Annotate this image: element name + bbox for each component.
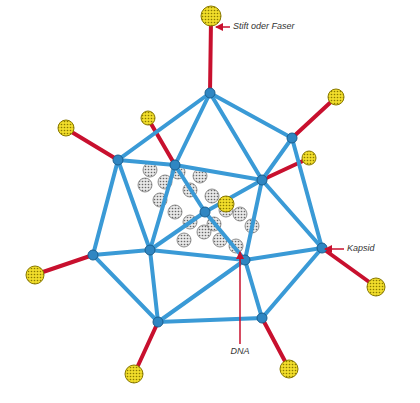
spike-fibres <box>40 20 372 370</box>
part-label: DNA <box>230 347 249 357</box>
capsid-edges <box>93 93 322 322</box>
part-label: Stift oder Faser <box>233 22 295 32</box>
part-label: Kapsid <box>347 244 375 254</box>
fibre-knobs <box>26 6 385 383</box>
capsid-vertices <box>88 88 327 327</box>
leader-lines <box>216 27 344 344</box>
